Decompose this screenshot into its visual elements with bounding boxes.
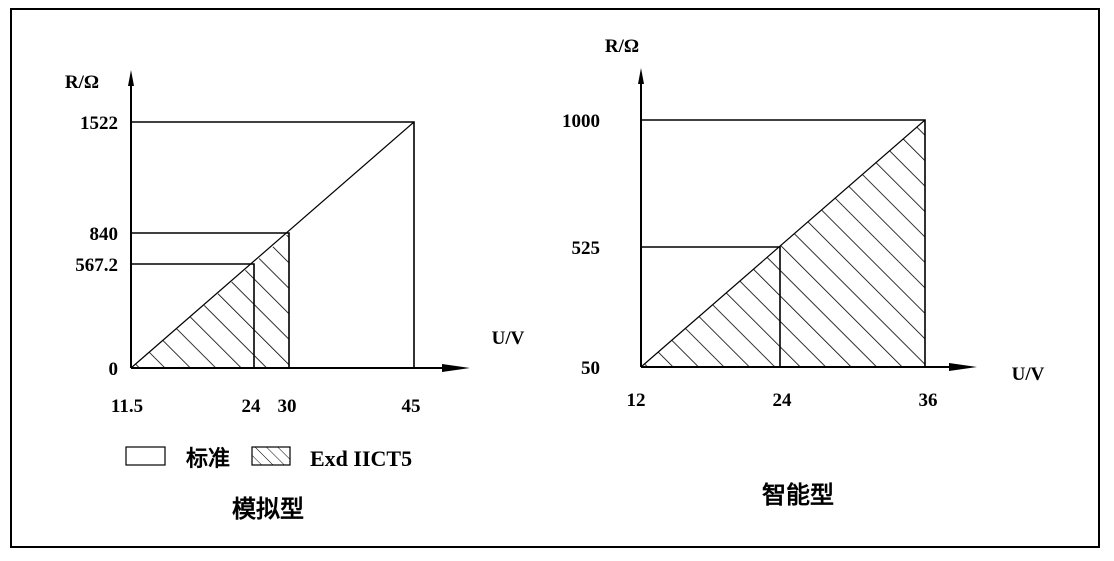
- guide-line-0: [131, 263, 255, 368]
- x-axis-arrow-icon: [442, 364, 470, 372]
- x-axis-label: U/V: [1012, 364, 1045, 385]
- legend-exd-swatch: [251, 446, 291, 466]
- x-tick-label: 24: [242, 396, 262, 417]
- guide-line-0: [641, 246, 781, 367]
- figure-frame: [10, 8, 1100, 548]
- y-axis-label: R/Ω: [605, 36, 639, 57]
- y-tick-label: 567.2: [75, 255, 118, 276]
- x-axis-label: U/V: [492, 328, 525, 349]
- y-tick-label: 0: [109, 359, 119, 380]
- x-tick-label: 36: [919, 390, 938, 411]
- legend-standard-swatch: [125, 446, 166, 466]
- y-tick-label: 1522: [80, 113, 118, 134]
- y-axis-arrow-icon: [638, 68, 644, 84]
- legend-exd-label: Exd IICT5: [310, 446, 412, 471]
- diagonal-line: [130, 121, 415, 369]
- x-tick-label: 24: [773, 390, 793, 411]
- y-tick-label: 50: [581, 358, 600, 379]
- guide-line-1: [131, 232, 290, 368]
- chart-title-smart: 智能型: [762, 481, 834, 509]
- legend-standard-label: 标准: [186, 446, 230, 471]
- x-tick-label: 11.5: [111, 396, 143, 417]
- y-axis-arrow-icon: [128, 70, 134, 86]
- x-tick-label: 45: [402, 396, 421, 417]
- x-axis-arrow-icon: [949, 363, 977, 371]
- y-tick-label: 840: [90, 224, 119, 245]
- chart-title-analog: 模拟型: [232, 496, 304, 523]
- y-axis-label: R/Ω: [65, 72, 99, 93]
- x-tick-label: 12: [627, 390, 646, 411]
- x-tick-label: 30: [278, 396, 297, 417]
- diagonal-line: [640, 119, 926, 368]
- y-tick-label: 525: [572, 238, 601, 259]
- y-tick-label: 1000: [562, 111, 600, 132]
